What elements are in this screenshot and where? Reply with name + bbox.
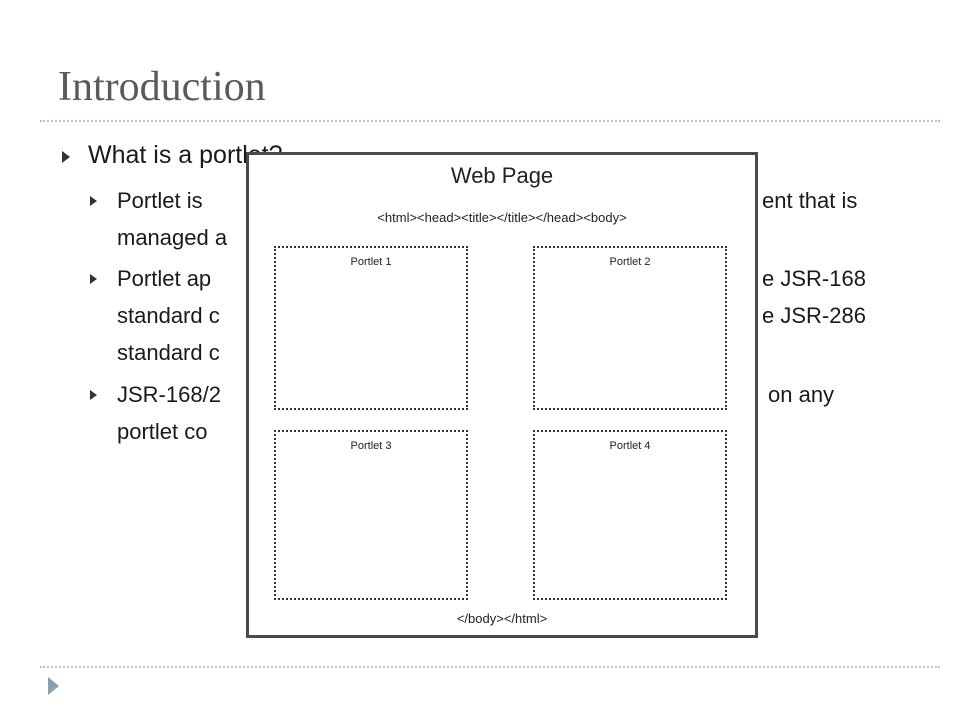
portlet-box-4: Portlet 4 (533, 430, 727, 600)
diagram-head-markup: <html><head><title></title></head><body> (377, 210, 627, 225)
portlet-label-3: Portlet 3 (350, 440, 392, 452)
web-page-diagram: Web Page <html><head><title></title></he… (246, 152, 758, 638)
sub-bullet-2-line1-left: Portlet ap (117, 266, 212, 291)
sub-bullet-1-line2-left: managed a (117, 225, 228, 250)
diagram-title: Web Page (450, 163, 554, 188)
sub-bullet-3-line1-left: JSR-168/2 (117, 382, 221, 407)
sub-bullet-2-line1-right: e JSR-168 (762, 266, 866, 291)
sub-bullet-2-line2-left: standard c (117, 303, 220, 328)
footer-divider (40, 666, 940, 668)
sub-bullet-arrow-icon (90, 274, 97, 284)
portlet-box-2: Portlet 2 (533, 246, 727, 410)
sub-bullet-1-line1-left: Portlet is (117, 188, 203, 213)
sub-bullet-2-line3-left: standard c (117, 340, 220, 365)
portlet-label-4: Portlet 4 (609, 440, 651, 452)
sub-bullet-3-line1-right: on any (768, 382, 835, 407)
bullet-arrow-icon (62, 151, 70, 163)
sub-bullet-arrow-icon (90, 196, 97, 206)
portlet-label-1: Portlet 1 (350, 256, 392, 268)
sub-bullet-3-line2-left: portlet co (117, 419, 208, 444)
diagram-foot-markup: </body></html> (456, 611, 548, 626)
footer-triangle-icon (48, 677, 59, 695)
sub-bullet-2-line2-right: e JSR-286 (762, 303, 866, 328)
title-divider (40, 120, 940, 122)
sub-bullet-1-line1-right: ent that is (762, 188, 858, 213)
sub-bullet-arrow-icon (90, 390, 97, 400)
portlet-label-2: Portlet 2 (609, 256, 651, 268)
slide-title: Introduction (58, 64, 266, 110)
portlet-box-3: Portlet 3 (274, 430, 468, 600)
portlet-box-1: Portlet 1 (274, 246, 468, 410)
